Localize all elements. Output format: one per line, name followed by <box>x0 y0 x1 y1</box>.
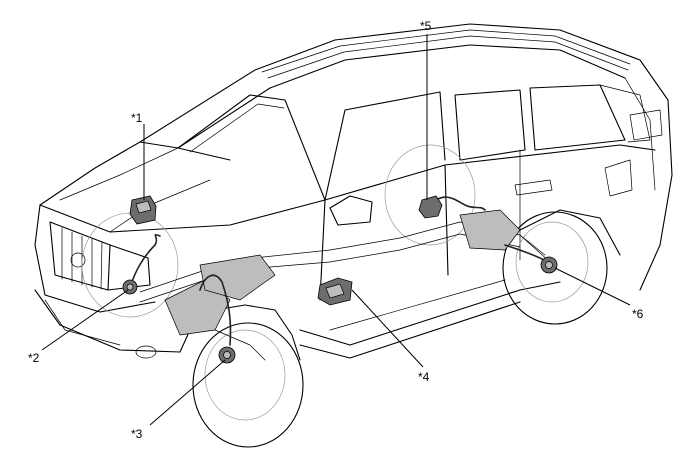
callout-label-5: *5 <box>420 19 432 33</box>
leader-line-4 <box>351 289 424 368</box>
callout-label-6: *6 <box>632 307 644 321</box>
wiring-harness <box>129 196 549 346</box>
leader-lines <box>41 34 631 426</box>
component-1-actuator <box>129 195 157 225</box>
leader-line-2 <box>41 289 129 351</box>
callout-label-4: *4 <box>418 370 430 384</box>
drivetrain <box>139 209 551 361</box>
callout-label-1: *1 <box>131 111 143 125</box>
component-5-sensor <box>418 195 443 219</box>
component-3-front-speed-sensor <box>218 346 236 364</box>
callout-label-3: *3 <box>131 427 143 441</box>
leader-line-6 <box>554 267 631 306</box>
component-6-rear-speed-sensor <box>540 256 558 274</box>
leader-line-3 <box>149 359 226 426</box>
callout-label-2: *2 <box>28 351 40 365</box>
callout-labels: *1 *2 *3 *4 *5 *6 <box>28 19 644 441</box>
vehicle-body-outline <box>34 23 673 448</box>
component-4-sensor <box>317 277 353 306</box>
